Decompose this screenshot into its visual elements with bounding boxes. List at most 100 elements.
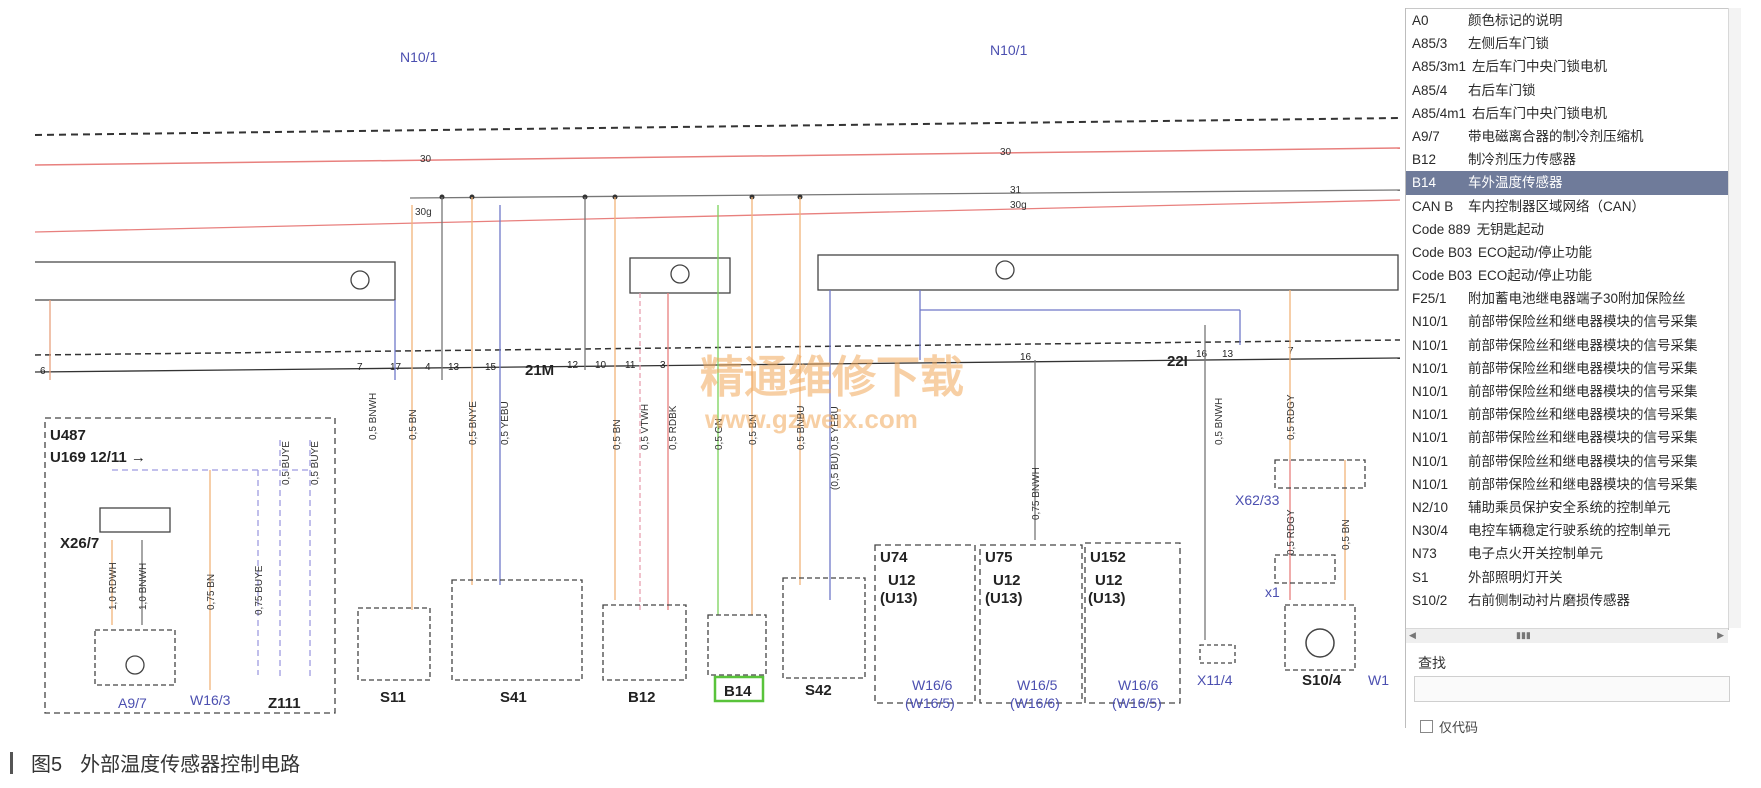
legend-item-code: N10/1 (1412, 430, 1449, 446)
legend-item-desc: 右后车门锁 (1468, 82, 1536, 98)
wire-30-label: 30 (420, 154, 432, 165)
figure-title: 外部温度传感器控制电路 (80, 754, 301, 776)
legend-item-code: Code 889 (1412, 221, 1471, 237)
s42-label: S42 (805, 682, 832, 699)
legend-item-code: A85/4 (1412, 82, 1448, 98)
legend-item-code: N10/1 (1412, 337, 1449, 353)
svg-text:15: 15 (485, 362, 497, 373)
wire-label-rdbk: 0,5 RDBK (668, 405, 679, 450)
wire-30g-label-right: 30g (1010, 200, 1027, 211)
legend-item-desc: 外部照明灯开关 (1468, 569, 1563, 585)
legend-item-code: A85/3m1 (1412, 59, 1467, 75)
legend-item[interactable]: S1 外部照明灯开关 (1406, 566, 1728, 589)
u75-label: U75 (985, 549, 1013, 566)
u169-label: U169 12/11 → (50, 449, 146, 466)
legend-item-code: N73 (1412, 546, 1437, 562)
legend-item-code: N10/1 (1412, 384, 1449, 399)
wire-label-gn: 0,5 GN (714, 418, 725, 450)
x1-label: x1 (1265, 584, 1280, 600)
legend-item-desc: 左后车门中央门锁电机 (1472, 59, 1608, 75)
wire-label-yebu: 0,5 YEBU (500, 401, 511, 445)
legend-item[interactable]: A85/4 右后车门锁 (1406, 79, 1728, 102)
scroll-thumb-icon[interactable]: ▮▮▮ (1516, 630, 1531, 640)
legend-item-desc: 无钥匙起动 (1476, 221, 1545, 237)
legend-item-code: S1 (1412, 569, 1429, 585)
wire-label-rdgy-2: 0,5 RDGY (1286, 509, 1297, 555)
s11-label: S11 (380, 689, 406, 706)
wire-label-bn75: 0,75 BN (206, 574, 217, 610)
legend-item[interactable]: N10/1 前部带保险丝和继电器模块的信号采集 (1406, 426, 1728, 449)
wire-label-bn-4: 0,5 BN (1341, 519, 1352, 550)
legend-item-desc: 前部带保险丝和继电器模块的信号采集 (1468, 407, 1698, 423)
legend-item[interactable]: Code 889 无钥匙起动 (1406, 218, 1728, 241)
legend-item-desc: 制冷剂压力传感器 (1468, 152, 1576, 168)
ground-21m: 21M (525, 362, 554, 379)
u74-label: U74 (880, 549, 908, 566)
scroll-right-icon[interactable]: ▶ (1717, 630, 1724, 640)
scroll-left-icon[interactable]: ◀ (1409, 630, 1416, 640)
watermark-url: www.gzweix.com (704, 404, 918, 434)
u75-u12: U12 (993, 572, 1021, 589)
s11-switch (357, 607, 431, 681)
svg-text:12: 12 (567, 360, 579, 371)
svg-text:16: 16 (1196, 349, 1208, 360)
z111-label: Z111 (268, 695, 301, 712)
wire-label-rdwh: 1,0 RDWH (108, 562, 119, 610)
w16-3-label: W16/3 (190, 692, 231, 708)
svg-text:11: 11 (625, 360, 636, 371)
horizontal-scrollbar[interactable]: ◀ ▮▮▮ ▶ (1406, 628, 1728, 643)
legend-item-desc: 前部带保险丝和继电器模块的信号采集 (1468, 430, 1698, 446)
svg-text:17: 17 (390, 362, 402, 373)
u152-u12: U12 (1095, 572, 1123, 589)
legend-item-code: Code B03 (1412, 268, 1473, 284)
a9-7-compressor (94, 629, 176, 686)
legend-item-code: A9/7 (1412, 128, 1440, 144)
wire-label-buye75: 0,75 BUYE (254, 565, 265, 615)
svg-text:13: 13 (448, 362, 460, 373)
caption-bar (10, 751, 13, 774)
watermark-cn: 精通维修下载 (700, 353, 964, 402)
legend-item-desc: 带电磁离合器的制冷剂压缩机 (1468, 128, 1644, 144)
relay-box-right (817, 254, 1399, 291)
vertical-scrollbar[interactable] (1728, 8, 1741, 628)
search-input[interactable] (1414, 676, 1730, 702)
s10-4-label: S10/4 (1302, 672, 1342, 689)
u74-u13: (U13) (880, 590, 918, 607)
svg-text:16: 16 (1020, 352, 1032, 363)
codes-only-checkbox[interactable]: 仅代码 (1420, 717, 1478, 736)
svg-text:7: 7 (1288, 346, 1294, 357)
legend-item-desc: 附加蓄电池继电器端子30附加保险丝 (1468, 291, 1686, 307)
legend-item-code: N2/10 (1412, 499, 1449, 515)
u74-box (874, 544, 976, 704)
figure-number: 图5 (31, 754, 63, 776)
legend-item[interactable]: A9/7 带电磁离合器的制冷剂压缩机 (1406, 125, 1728, 148)
checkbox-icon[interactable] (1420, 720, 1433, 733)
legend-item[interactable]: A85/3m1 左后车门中央门锁电机 (1406, 55, 1728, 78)
ground-22i: 22I (1167, 353, 1188, 370)
s42-switch (782, 577, 866, 679)
b12-sensor (602, 604, 687, 681)
svg-text:4: 4 (425, 362, 431, 373)
